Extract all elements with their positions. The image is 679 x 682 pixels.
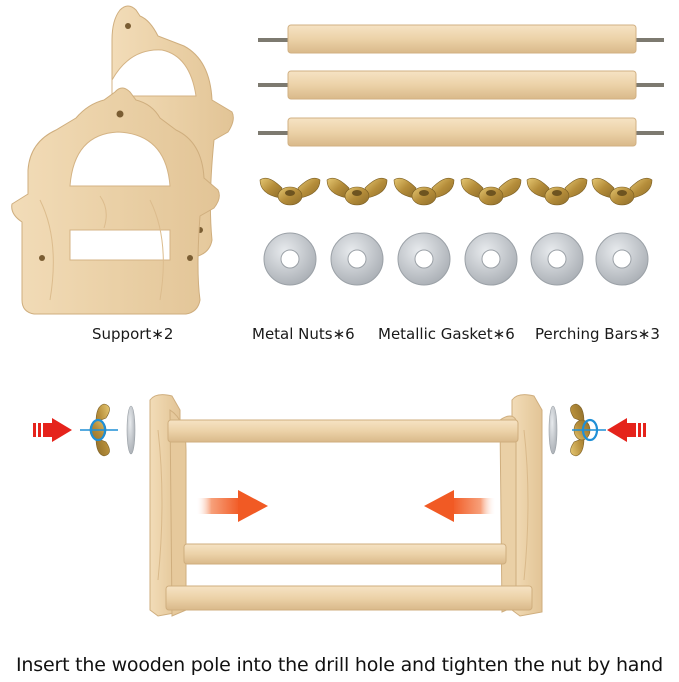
push-arrow-icon <box>196 490 268 522</box>
push-arrow-icon <box>607 418 646 442</box>
push-arrow-icon <box>424 490 496 522</box>
metallic-gaskets <box>263 232 649 286</box>
rotate-icon <box>80 418 118 442</box>
instruction-caption: Insert the wooden pole into the drill ho… <box>16 654 663 676</box>
perching-bar <box>258 70 664 100</box>
wing-nut-icon <box>393 177 455 206</box>
washer-icon <box>263 232 317 286</box>
push-arrow-icon <box>33 418 72 442</box>
washer-icon <box>397 232 451 286</box>
perching-bar <box>258 117 664 147</box>
wing-nut-icon <box>591 177 653 206</box>
assembled-perch <box>149 394 543 617</box>
metal-nuts-label: Metal Nuts∗6 <box>252 325 355 343</box>
support-boards <box>11 5 234 315</box>
perching-bars-label: Perching Bars∗3 <box>535 325 660 343</box>
wing-nut-icon <box>259 177 321 206</box>
wing-nut-icon <box>526 177 588 206</box>
washer-icon <box>126 405 136 455</box>
washer-icon <box>548 405 558 455</box>
washer-icon <box>464 232 518 286</box>
wing-nut-icon <box>460 177 522 206</box>
metallic-gasket-label: Metallic Gasket∗6 <box>378 325 515 343</box>
rotate-icon <box>572 418 606 442</box>
metal-nuts <box>259 177 653 206</box>
washer-icon <box>595 232 649 286</box>
wing-nut-icon <box>326 177 388 206</box>
support-label: Support∗2 <box>92 325 174 343</box>
perching-bar <box>258 24 664 54</box>
washer-icon <box>330 232 384 286</box>
perching-bars <box>258 24 664 147</box>
washer-icon <box>530 232 584 286</box>
